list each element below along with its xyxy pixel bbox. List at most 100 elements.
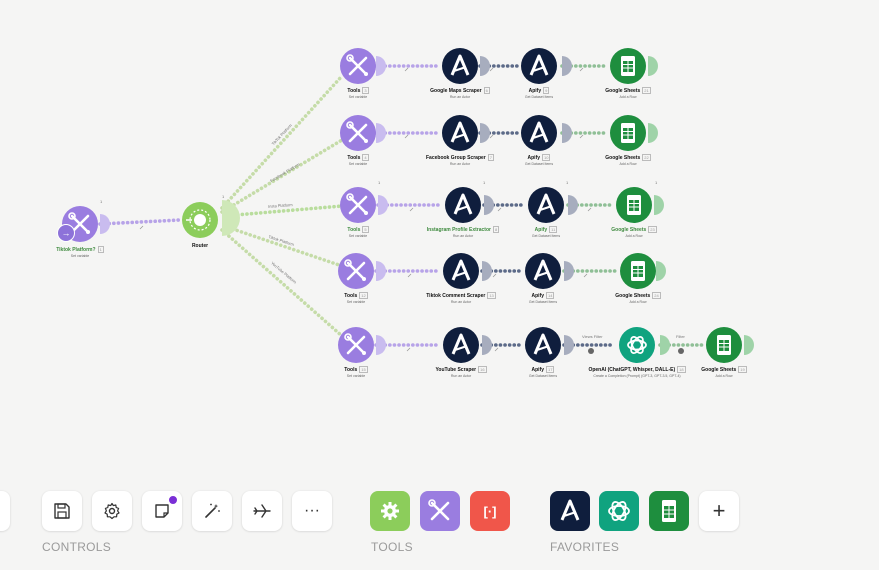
op-count-3-3: 1 [566, 180, 569, 185]
favorites-group-label: FAVORITES [550, 540, 620, 554]
scraper-sub-1: Run an Actor [449, 95, 471, 99]
apify-scraper-node-5[interactable] [441, 325, 481, 365]
apify-node-1[interactable] [519, 46, 559, 86]
tools-title: Tools [347, 155, 361, 161]
json-button[interactable]: [·] [470, 491, 510, 531]
badge: 16 [478, 366, 487, 373]
favorite-openai-button[interactable] [599, 491, 639, 531]
apify-node-3[interactable] [526, 185, 566, 225]
connections-layer [98, 56, 754, 355]
sheets-title: Google Sheets [605, 88, 641, 94]
sheets-node-4[interactable] [618, 251, 658, 291]
wrench-cross-icon [338, 185, 378, 225]
favorite-sheets-button[interactable] [649, 491, 689, 531]
wrench-cross-icon [338, 113, 378, 153]
router-count: 1 [222, 194, 225, 199]
tools-button[interactable] [420, 491, 460, 531]
badge: 18 [677, 366, 686, 373]
apify-icon [519, 113, 559, 153]
sheets-node-3[interactable] [614, 185, 654, 225]
add-favorite-button[interactable]: + [699, 491, 739, 531]
openai-node[interactable] [617, 325, 657, 365]
trigger-sub: Set variable [70, 254, 90, 258]
tools-title: Tools [344, 293, 358, 299]
apify-icon [441, 251, 481, 291]
apify-title: Apify [531, 367, 545, 373]
router-icon [182, 202, 218, 238]
badge: 17 [546, 366, 555, 373]
tools-sub-3: Set variable [348, 234, 368, 238]
apify-icon [523, 325, 563, 365]
filter-label-2[interactable]: Filter [676, 334, 685, 339]
apify-node-2[interactable] [519, 113, 559, 153]
apify-node-5[interactable] [523, 325, 563, 365]
run-once-button[interactable] [0, 491, 10, 531]
tools-node-2[interactable] [338, 113, 378, 153]
wrench-cross-icon [428, 499, 450, 521]
scenario-settings-button[interactable] [92, 491, 132, 531]
tools-sub-5: Set variable [346, 374, 366, 378]
flow-control-button[interactable] [370, 491, 410, 531]
plus-icon: + [712, 498, 726, 523]
badge: 19 [738, 366, 747, 373]
openai-label: OpenAI (ChatGPT, Whisper, DALL-E)18 [577, 366, 697, 373]
op-count-3-4: 1 [655, 180, 658, 185]
sheets-title: Google Sheets [605, 155, 641, 161]
apify-scraper-node-1[interactable] [440, 46, 480, 86]
apify-sub-5: Get Dataset Items [528, 374, 558, 378]
tools-node-3[interactable] [338, 185, 378, 225]
apify-icon [443, 185, 483, 225]
sheets-node-5[interactable] [704, 325, 744, 365]
save-button[interactable] [42, 491, 82, 531]
scraper-title: YouTube Scraper [435, 367, 477, 373]
auto-align-button[interactable] [192, 491, 232, 531]
run-once-icon[interactable]: → [57, 224, 75, 242]
explain-flow-button[interactable] [242, 491, 282, 531]
apify-sub-4: Get Dataset Items [528, 300, 558, 304]
notes-button[interactable] [142, 491, 182, 531]
filter-label-1[interactable]: Views Filter [582, 334, 603, 339]
sheets-icon [619, 252, 657, 290]
scraper-sub-4: Run an Actor [450, 300, 472, 304]
apify-sub-3: Get Dataset Items [531, 234, 561, 238]
apify-sub-1: Get Dataset Items [524, 95, 554, 99]
bracket-icon: [·] [483, 503, 497, 519]
openai-icon [618, 326, 656, 364]
badge: 14 [546, 292, 555, 299]
apify-node-4[interactable] [523, 251, 563, 291]
apify-scraper-node-4[interactable] [441, 251, 481, 291]
scenario-canvas[interactable]: TikTok Platform Facebook Platform Insta … [0, 0, 879, 470]
sheets-title: Google Sheets [701, 367, 737, 373]
sheets-node-1[interactable] [608, 46, 648, 86]
more-button[interactable]: ··· [292, 491, 332, 531]
apify-title: Apify [531, 293, 545, 299]
apify-icon [526, 185, 566, 225]
tools-node-5[interactable] [336, 325, 376, 365]
apify-scraper-node-2[interactable] [440, 113, 480, 153]
tools-node-1[interactable] [338, 46, 378, 86]
controls-group-label: CONTROLS [42, 540, 112, 554]
trigger-title: Tiktok Platform? [56, 247, 96, 253]
router-node[interactable] [180, 200, 220, 240]
badge: 23 [648, 226, 657, 233]
magic-wand-icon [205, 503, 220, 518]
tools-node-4[interactable] [336, 251, 376, 291]
sheets-node-2[interactable] [608, 113, 648, 153]
tools-title: Tools [344, 367, 358, 373]
badge: 8 [492, 226, 500, 233]
trigger-label: Tiktok Platform?1 [20, 246, 140, 253]
apify-scraper-node-3[interactable] [443, 185, 483, 225]
apify-icon [523, 251, 563, 291]
favorite-apify-button[interactable] [550, 491, 590, 531]
